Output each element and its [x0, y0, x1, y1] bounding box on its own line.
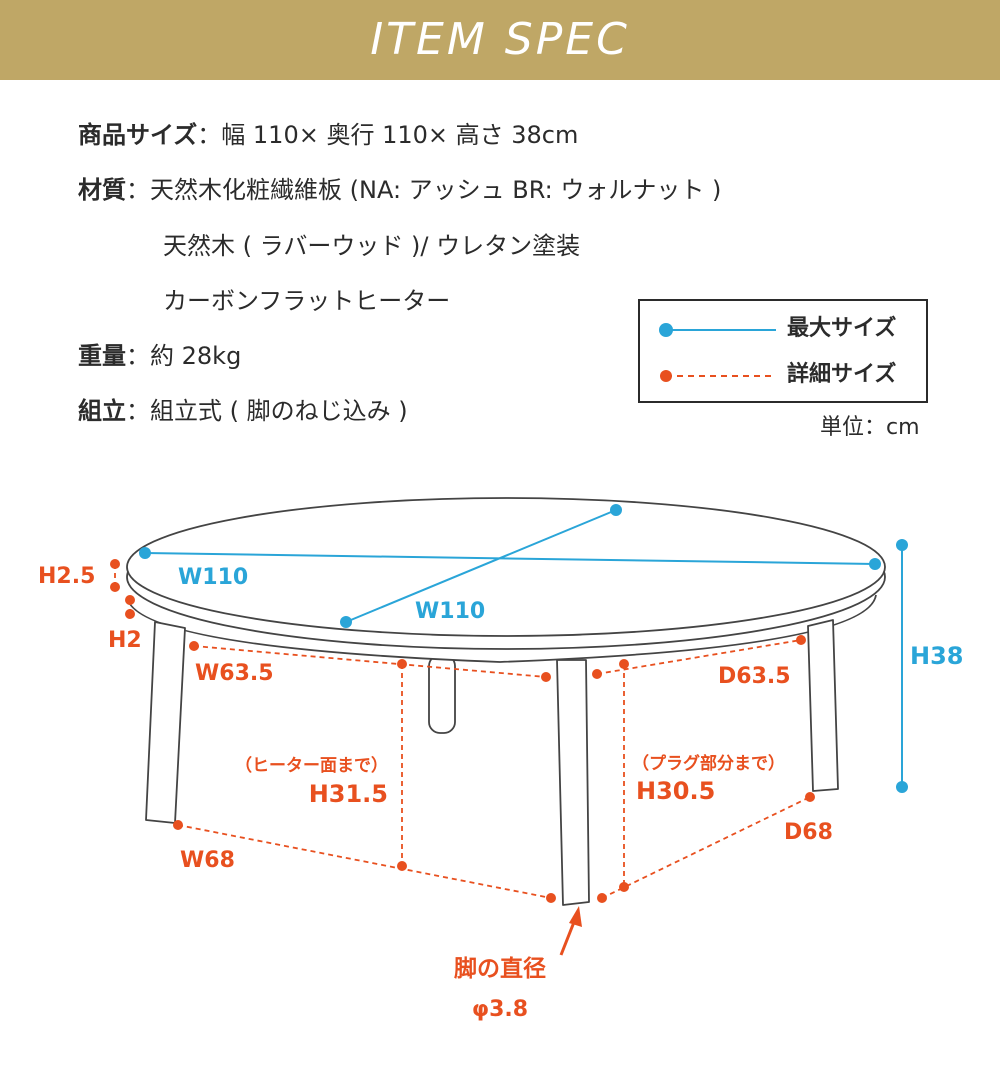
spec-weight-label: 重量 — [78, 342, 126, 370]
label-heater-height-note: （ヒーター面まで） — [235, 755, 388, 776]
legend-max-size-label: 最大サイズ — [787, 316, 897, 341]
legend-box — [638, 299, 928, 403]
dim-top-width-line — [139, 547, 881, 570]
dim-top-depth-line — [340, 504, 622, 628]
spec-assembly-value: ：組立式 ( 脚のねじ込み ) — [126, 397, 408, 425]
label-leg-width: W68 — [180, 848, 235, 873]
spec-assembly-label: 組立 — [78, 397, 126, 425]
table-leg-back — [428, 654, 456, 734]
spec-assembly: 組立：組立式 ( 脚のねじ込み ) — [78, 396, 408, 426]
spec-material-value: ：天然木化粧繊維板 (NA: アッシュ BR: ウォルナット ) — [126, 176, 722, 204]
dim-heater-width-line — [193, 645, 547, 678]
legend-detail-size-label: 詳細サイズ — [787, 362, 897, 387]
table-leg-right — [807, 619, 839, 792]
legend-max-size-line — [659, 323, 776, 337]
spec-size-value: ：幅 110× 奥行 110× 高さ 38cm — [197, 121, 579, 149]
spec-size-label: 商品サイズ — [78, 121, 198, 149]
label-heater-width: W63.5 — [195, 661, 274, 686]
label-leg-depth: D68 — [784, 820, 833, 845]
label-leg-diameter: φ3.8 — [472, 997, 528, 1022]
legend-detail-size-line — [660, 370, 776, 382]
dim-heater-depth-line — [596, 639, 802, 675]
unit-label: 単位：cm — [820, 415, 920, 440]
label-plug-height-note: （プラグ部分まで） — [632, 753, 785, 774]
label-plug-height: H30.5 — [636, 777, 715, 805]
label-total-height: H38 — [910, 642, 963, 670]
tabletop — [126, 497, 886, 637]
dim-total-height-line — [896, 539, 908, 793]
label-heater-depth: D63.5 — [718, 664, 791, 689]
spec-weight-value: ：約 28kg — [126, 342, 242, 370]
spec-material-line3: カーボンフラットヒーター — [163, 287, 451, 315]
label-frame-thickness: H2 — [108, 628, 142, 653]
spec-size: 商品サイズ：幅 110× 奥行 110× 高さ 38cm — [78, 120, 578, 150]
spec-weight: 重量：約 28kg — [78, 341, 241, 371]
spec-material-label: 材質 — [78, 176, 126, 204]
table-leg-left — [145, 621, 186, 824]
banner-title: ITEM SPEC — [370, 14, 630, 65]
label-heater-height: H31.5 — [309, 780, 388, 808]
label-top-thickness: H2.5 — [38, 564, 95, 589]
header-banner — [0, 0, 1000, 80]
label-leg-diameter-title: 脚の直径 — [454, 955, 546, 982]
dim-leg-depth-line — [601, 796, 811, 899]
leg-diameter-arrow — [559, 906, 582, 956]
spec-material-line2: 天然木 ( ラバーウッド )/ ウレタン塗装 — [163, 232, 581, 260]
spec-material: 材質：天然木化粧繊維板 (NA: アッシュ BR: ウォルナット ) — [78, 175, 721, 205]
dim-leg-width-line — [177, 824, 552, 899]
table-leg-front — [556, 659, 590, 906]
label-top-width: W110 — [178, 565, 248, 590]
label-top-depth: W110 — [415, 599, 485, 624]
